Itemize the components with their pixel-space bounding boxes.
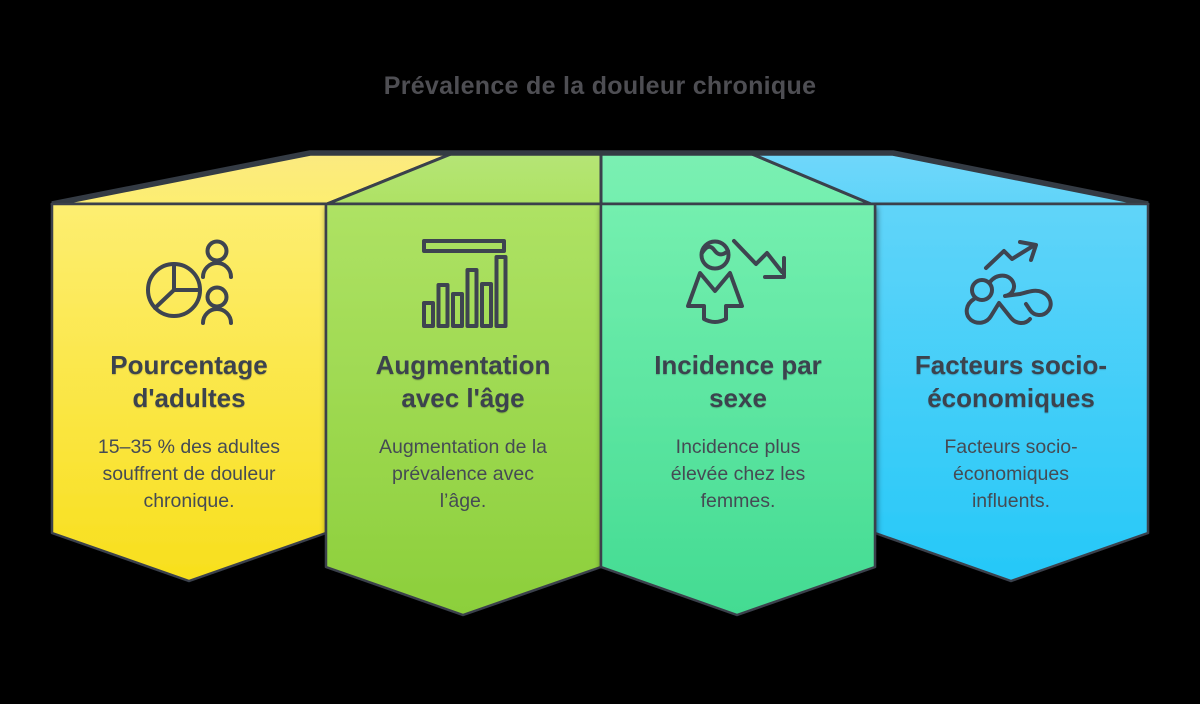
person-rising-arrow-icon bbox=[964, 240, 1053, 325]
pie-chart-people-icon bbox=[146, 239, 233, 325]
card-body-line: Incidence plus bbox=[675, 436, 801, 458]
card-heading: Pourcentage d'adultes bbox=[64, 349, 314, 415]
card-body: Incidence plus élevée chez les femmes. bbox=[613, 434, 863, 515]
page-title: Prévalence de la douleur chronique bbox=[383, 72, 817, 100]
roof-top-edge bbox=[51, 150, 1149, 207]
card-body: Facteurs socio- économiques influents. bbox=[886, 434, 1136, 515]
card-body: Augmentation de la prévalence avec l’âge… bbox=[338, 434, 588, 515]
card-augmentation-age bbox=[324, 202, 603, 617]
card-body-line: Augmentation de la bbox=[378, 436, 548, 458]
card-heading-line: Pourcentage bbox=[110, 350, 268, 380]
card-body-line: chronique. bbox=[143, 490, 235, 512]
card-heading-line: sexe bbox=[709, 383, 767, 413]
woman-declining-arrow-icon bbox=[686, 239, 786, 324]
card-incidence-sexe bbox=[599, 202, 877, 617]
card-banner-shape bbox=[324, 202, 603, 617]
card-heading-line: Facteurs socio- bbox=[914, 350, 1108, 380]
card-body-line: influents. bbox=[971, 490, 1051, 512]
card-heading-line: économiques bbox=[927, 383, 1095, 413]
card-heading: Augmentation avec l'âge bbox=[338, 349, 588, 415]
card-text-pourcentage-adultes: Pourcentage d'adultes 15–35 % des adulte… bbox=[64, 349, 314, 515]
card-banner-shape bbox=[599, 202, 877, 617]
card-text-augmentation-age: Augmentation avec l'âge Augmentation de … bbox=[338, 349, 588, 515]
card-pourcentage-adultes bbox=[50, 202, 328, 583]
card-body: 15–35 % des adultes souffrent de douleur… bbox=[64, 434, 314, 515]
card-body-line: 15–35 % des adultes bbox=[97, 436, 281, 458]
roof-perspective bbox=[50, 150, 1150, 207]
bar-chart-icon bbox=[422, 239, 508, 328]
card-heading-line: d'adultes bbox=[132, 383, 246, 413]
card-body-line: souffrent de douleur bbox=[102, 463, 276, 485]
card-body-line: Facteurs socio- bbox=[944, 436, 1078, 458]
card-heading-line: avec l'âge bbox=[401, 383, 525, 413]
card-body-line: économiques bbox=[953, 463, 1069, 485]
card-body-line: femmes. bbox=[700, 490, 776, 512]
card-text-incidence-sexe: Incidence par sexe Incidence plus élevée… bbox=[613, 349, 863, 515]
card-banner-shape bbox=[50, 202, 328, 583]
card-heading-line: Augmentation bbox=[375, 350, 551, 380]
card-text-facteurs-socio-economiques: Facteurs socio- économiques Facteurs soc… bbox=[886, 349, 1136, 515]
card-heading: Incidence par sexe bbox=[613, 349, 863, 415]
card-body-line: élevée chez les bbox=[670, 463, 806, 485]
card-body-line: prévalence avec bbox=[391, 463, 534, 485]
card-heading: Facteurs socio- économiques bbox=[886, 349, 1136, 415]
card-heading-line: Incidence par bbox=[654, 350, 822, 380]
card-body-line: l’âge. bbox=[439, 490, 487, 512]
